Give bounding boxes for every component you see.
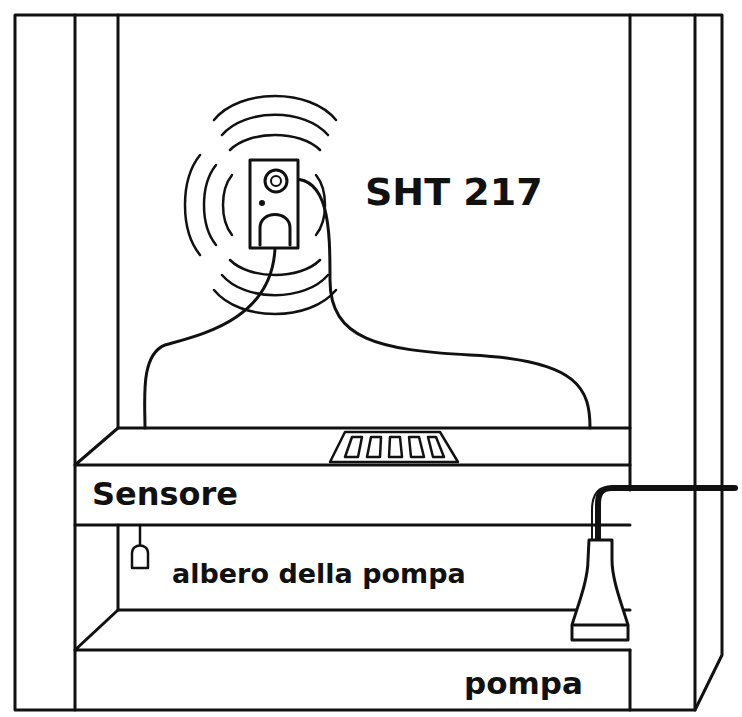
vent-grille — [330, 432, 458, 462]
right-post-inner — [629, 15, 632, 428]
left-post — [74, 15, 77, 710]
shaft-label: albero della pompa — [172, 560, 466, 587]
pump-label: pompa — [464, 668, 583, 699]
pump-wire — [285, 179, 590, 428]
left-post-inner — [117, 15, 120, 428]
upper-shelf — [75, 428, 630, 465]
device-label: SHT 217 — [365, 173, 543, 211]
lower-left-post — [117, 525, 120, 610]
shelf-band — [75, 465, 630, 525]
cabinet-side — [695, 15, 722, 710]
pump-symbol — [572, 488, 735, 640]
lower-shelf — [75, 610, 630, 650]
right-post-lower — [629, 650, 632, 710]
cabinet-outline — [15, 15, 695, 710]
sensor-wire — [145, 248, 275, 428]
controller-device — [250, 160, 298, 248]
sensor-label: Sensore — [92, 478, 238, 510]
level-sensor — [132, 525, 148, 568]
signal-waves — [185, 96, 336, 314]
